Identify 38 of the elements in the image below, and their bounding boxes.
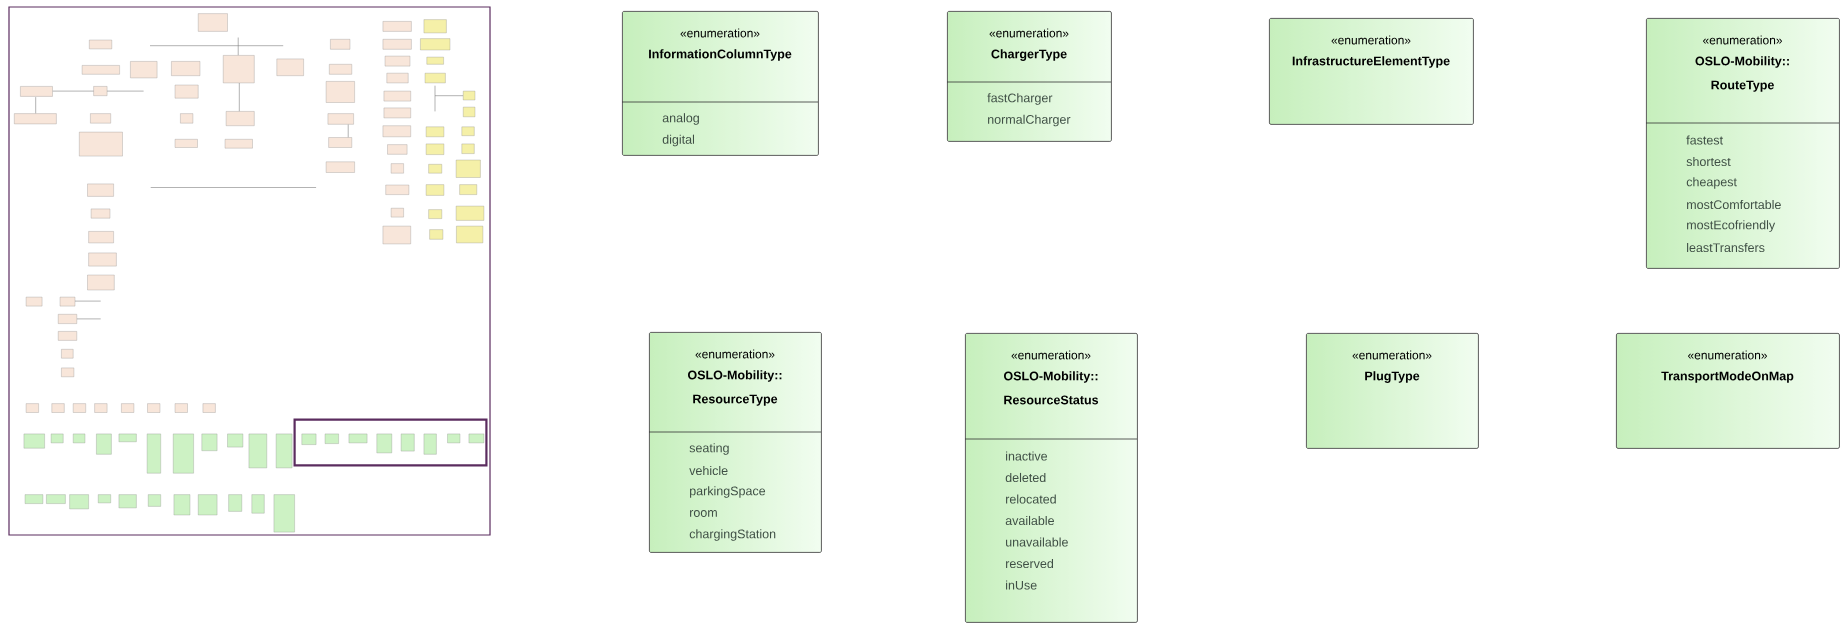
enum-literal: fastCharger <box>987 93 1053 105</box>
class-name: ChargerType <box>991 49 1067 61</box>
stereotype-label: «enumeration» <box>1703 35 1783 45</box>
enum-literal: inUse <box>1006 580 1037 590</box>
class-name: PlugType <box>1365 371 1420 383</box>
stereotype-label: «enumeration» <box>1331 35 1411 45</box>
enum-literal: analog <box>662 113 699 125</box>
class-name: OSLO-Mobility:: RouteType <box>1695 56 1789 92</box>
stereotype-label: «enumeration» <box>1352 350 1432 360</box>
enum-literal: mostComfortable <box>1687 199 1781 210</box>
enum-literal: relocated <box>1006 494 1056 504</box>
class-name: InfrastructureElementType <box>1292 56 1450 68</box>
enum-literal: vehicle <box>689 465 728 476</box>
enum-literal: room <box>690 510 717 517</box>
enum-literal: parkingSpace <box>690 486 766 498</box>
stereotype-label: «enumeration» <box>680 28 760 38</box>
enum-literal: chargingStation <box>689 529 776 541</box>
enum-literal: mostEcofriendly <box>1687 220 1776 232</box>
class-name: OSLO-Mobility:: ResourceStatus <box>1003 371 1099 405</box>
stereotype-label: «enumeration» <box>1688 350 1768 360</box>
stereotype-label: «enumeration» <box>695 349 775 359</box>
stereotype-label: «enumeration» <box>989 28 1069 38</box>
enum-literal: leastTransfers <box>1687 242 1765 253</box>
enum-literal: cheapest <box>1686 177 1737 189</box>
class-name: TransportModeOnMap <box>1661 371 1794 383</box>
class-name: OSLO-Mobility:: ResourceType <box>687 370 782 406</box>
class-name: InformationColumnType <box>649 49 792 61</box>
enum-literal: digital <box>662 134 695 147</box>
enum-literal: inactive <box>1006 451 1048 461</box>
enum-literal: deleted <box>1005 472 1046 483</box>
enum-literal: shortest <box>1686 156 1731 167</box>
enum-literal: available <box>1005 515 1054 526</box>
enum-literal: unavailable <box>1006 537 1068 547</box>
stereotype-label: «enumeration» <box>1011 350 1091 360</box>
enum-literal: seating <box>689 443 729 455</box>
enum-literal: reserved <box>1006 558 1054 569</box>
enum-literal: normalCharger <box>988 114 1071 127</box>
enum-literal: fastest <box>1686 135 1723 145</box>
